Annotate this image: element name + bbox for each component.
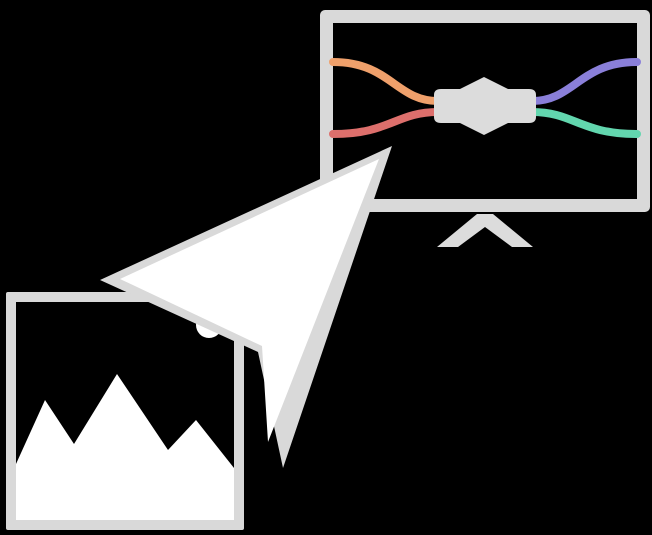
signal-curve-teal	[528, 108, 641, 138]
arrow-cursor-icon	[100, 146, 392, 468]
arrow-fill	[120, 159, 379, 442]
signal-curve-orange	[329, 58, 442, 105]
photo-placeholder-icon	[6, 292, 244, 530]
mountains-icon	[16, 374, 234, 520]
cast-badge-icon	[434, 77, 536, 135]
signal-curve-purple	[528, 58, 641, 105]
signal-curve-red	[329, 108, 442, 138]
monitor-stand	[437, 214, 533, 247]
